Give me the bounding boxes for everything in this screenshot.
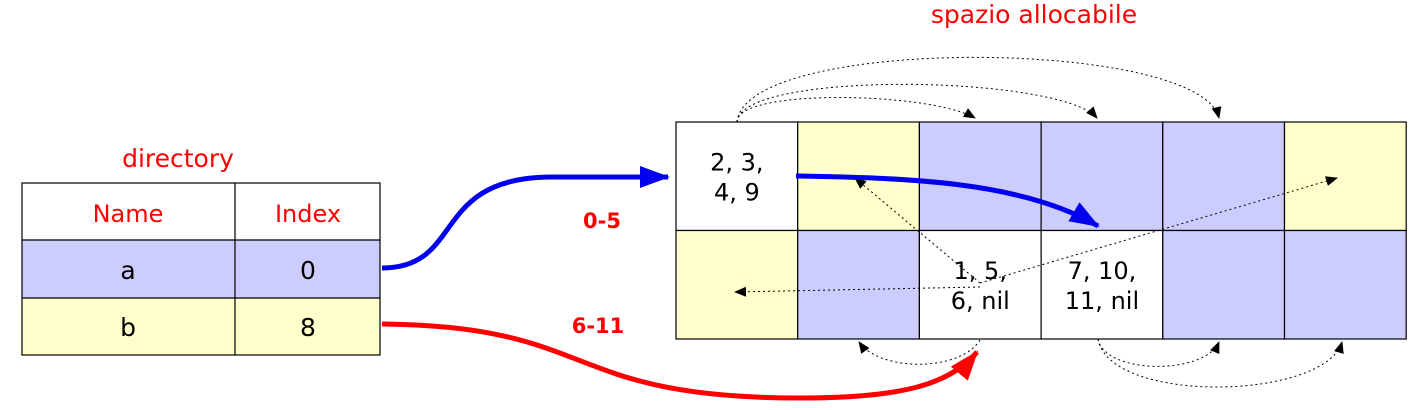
dotted-link-to-block-2 <box>736 97 976 123</box>
table-grid <box>21 182 381 356</box>
column-header-index: Index <box>275 200 341 228</box>
block-6 <box>675 229 799 340</box>
block-9-pointer-text: 7, 10, <box>1068 257 1137 285</box>
dotted-link-to-block-4 <box>736 56 1222 123</box>
pointer-a-to-block-0 <box>381 166 670 271</box>
range-label-a: 0-5 <box>583 209 621 233</box>
file-index-a: 0 <box>300 256 316 285</box>
index-links-inner <box>734 176 1338 297</box>
block-8 <box>918 229 1042 340</box>
index-links-top <box>736 56 1222 123</box>
block-grid: 2, 3,4, 9 1, 5,6, nil 7, 10,11, nil <box>675 121 1407 340</box>
dotted-link-to-block-11 <box>1097 338 1344 388</box>
block-8-pointer-text: 6, nil <box>951 287 1010 315</box>
dotted-link-to-block-7 <box>858 339 981 365</box>
block-2 <box>918 121 1042 232</box>
directory-title: directory <box>122 144 234 173</box>
header-row-bg <box>22 183 380 240</box>
block-5 <box>1283 121 1407 232</box>
file-index-b: 8 <box>300 313 316 342</box>
block-9-pointer-text: 11, nil <box>1065 287 1139 315</box>
index-links-bottom <box>858 338 1344 388</box>
pointer-b-to-block-8 <box>381 321 979 401</box>
dotted-link-to-block-1 <box>854 177 981 284</box>
column-header-name: Name <box>93 200 164 228</box>
dotted-link-to-block-5 <box>979 176 1338 284</box>
block-8-pointer-text: 1, 5, <box>954 257 1007 285</box>
table-row-b-bg <box>22 298 380 355</box>
block-0-pointer-text: 4, 9 <box>714 178 760 206</box>
block-0-pointer-text: 2, 3, <box>710 148 763 176</box>
table-row-a-bg <box>22 240 380 298</box>
dotted-link-to-block-10 <box>1097 338 1220 367</box>
range-label-b: 6-11 <box>572 314 625 338</box>
block-11 <box>1283 229 1407 340</box>
pointer-block-0-to-block-9 <box>795 173 1100 229</box>
block-9 <box>1040 229 1164 340</box>
block-3 <box>1040 121 1164 232</box>
dotted-link-to-block-6 <box>734 286 981 297</box>
dotted-link-to-block-3 <box>736 83 1098 123</box>
space-title: spazio allocabile <box>931 0 1137 29</box>
block-4 <box>1162 121 1286 232</box>
block-0 <box>675 121 799 232</box>
file-name-a: a <box>120 256 135 285</box>
directory-table: directory Name Index a 0 b 8 <box>21 144 381 356</box>
block-10 <box>1162 229 1286 340</box>
file-name-b: b <box>120 313 136 342</box>
block-7 <box>797 229 921 340</box>
